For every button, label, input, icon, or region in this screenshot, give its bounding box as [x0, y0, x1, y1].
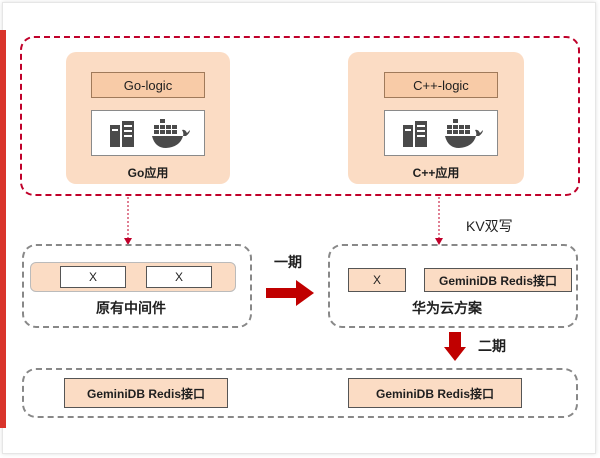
- huawei-item-geminidb: GeminiDB Redis接口: [424, 268, 572, 292]
- phase-one-label: 一期: [274, 254, 302, 270]
- original-middleware-box: [22, 244, 252, 328]
- server-icon: [110, 121, 134, 147]
- server-icon: [403, 121, 427, 147]
- application-layer-box: [20, 36, 580, 196]
- cpp-container-box: [384, 110, 498, 156]
- final-geminidb-left: GeminiDB Redis接口: [64, 378, 228, 408]
- huawei-item-x: X: [348, 268, 406, 292]
- cpp-app-card: C++-logic C++应用: [348, 52, 524, 184]
- huawei-solution-caption: 华为云方案: [412, 300, 482, 316]
- go-app-name: Go应用: [127, 166, 169, 180]
- go-app-card: Go-logic Go应用: [66, 52, 230, 184]
- phase-one-arrow: [266, 280, 314, 306]
- phase-two-label: 二期: [478, 338, 506, 354]
- cpp-app-name: C++应用: [412, 166, 460, 180]
- cpp-logic-label: C++-logic: [384, 72, 498, 98]
- kv-dual-write-label: KV双写: [466, 218, 513, 234]
- final-geminidb-right: GeminiDB Redis接口: [348, 378, 522, 408]
- connector-cpp-to-huawei: [435, 197, 443, 245]
- left-accent-bar: [0, 30, 6, 428]
- go-container-box: [91, 110, 205, 156]
- docker-whale-icon: [445, 119, 483, 148]
- original-middleware-caption: 原有中间件: [96, 300, 166, 316]
- middleware-item-1: X: [60, 266, 126, 288]
- go-logic-label: Go-logic: [91, 72, 205, 98]
- docker-whale-icon: [152, 119, 190, 148]
- huawei-solution-box: [328, 244, 578, 328]
- middleware-item-2: X: [146, 266, 212, 288]
- phase-two-arrow: [444, 332, 466, 361]
- final-state-box: [22, 368, 578, 418]
- connector-go-to-middleware: [124, 197, 132, 245]
